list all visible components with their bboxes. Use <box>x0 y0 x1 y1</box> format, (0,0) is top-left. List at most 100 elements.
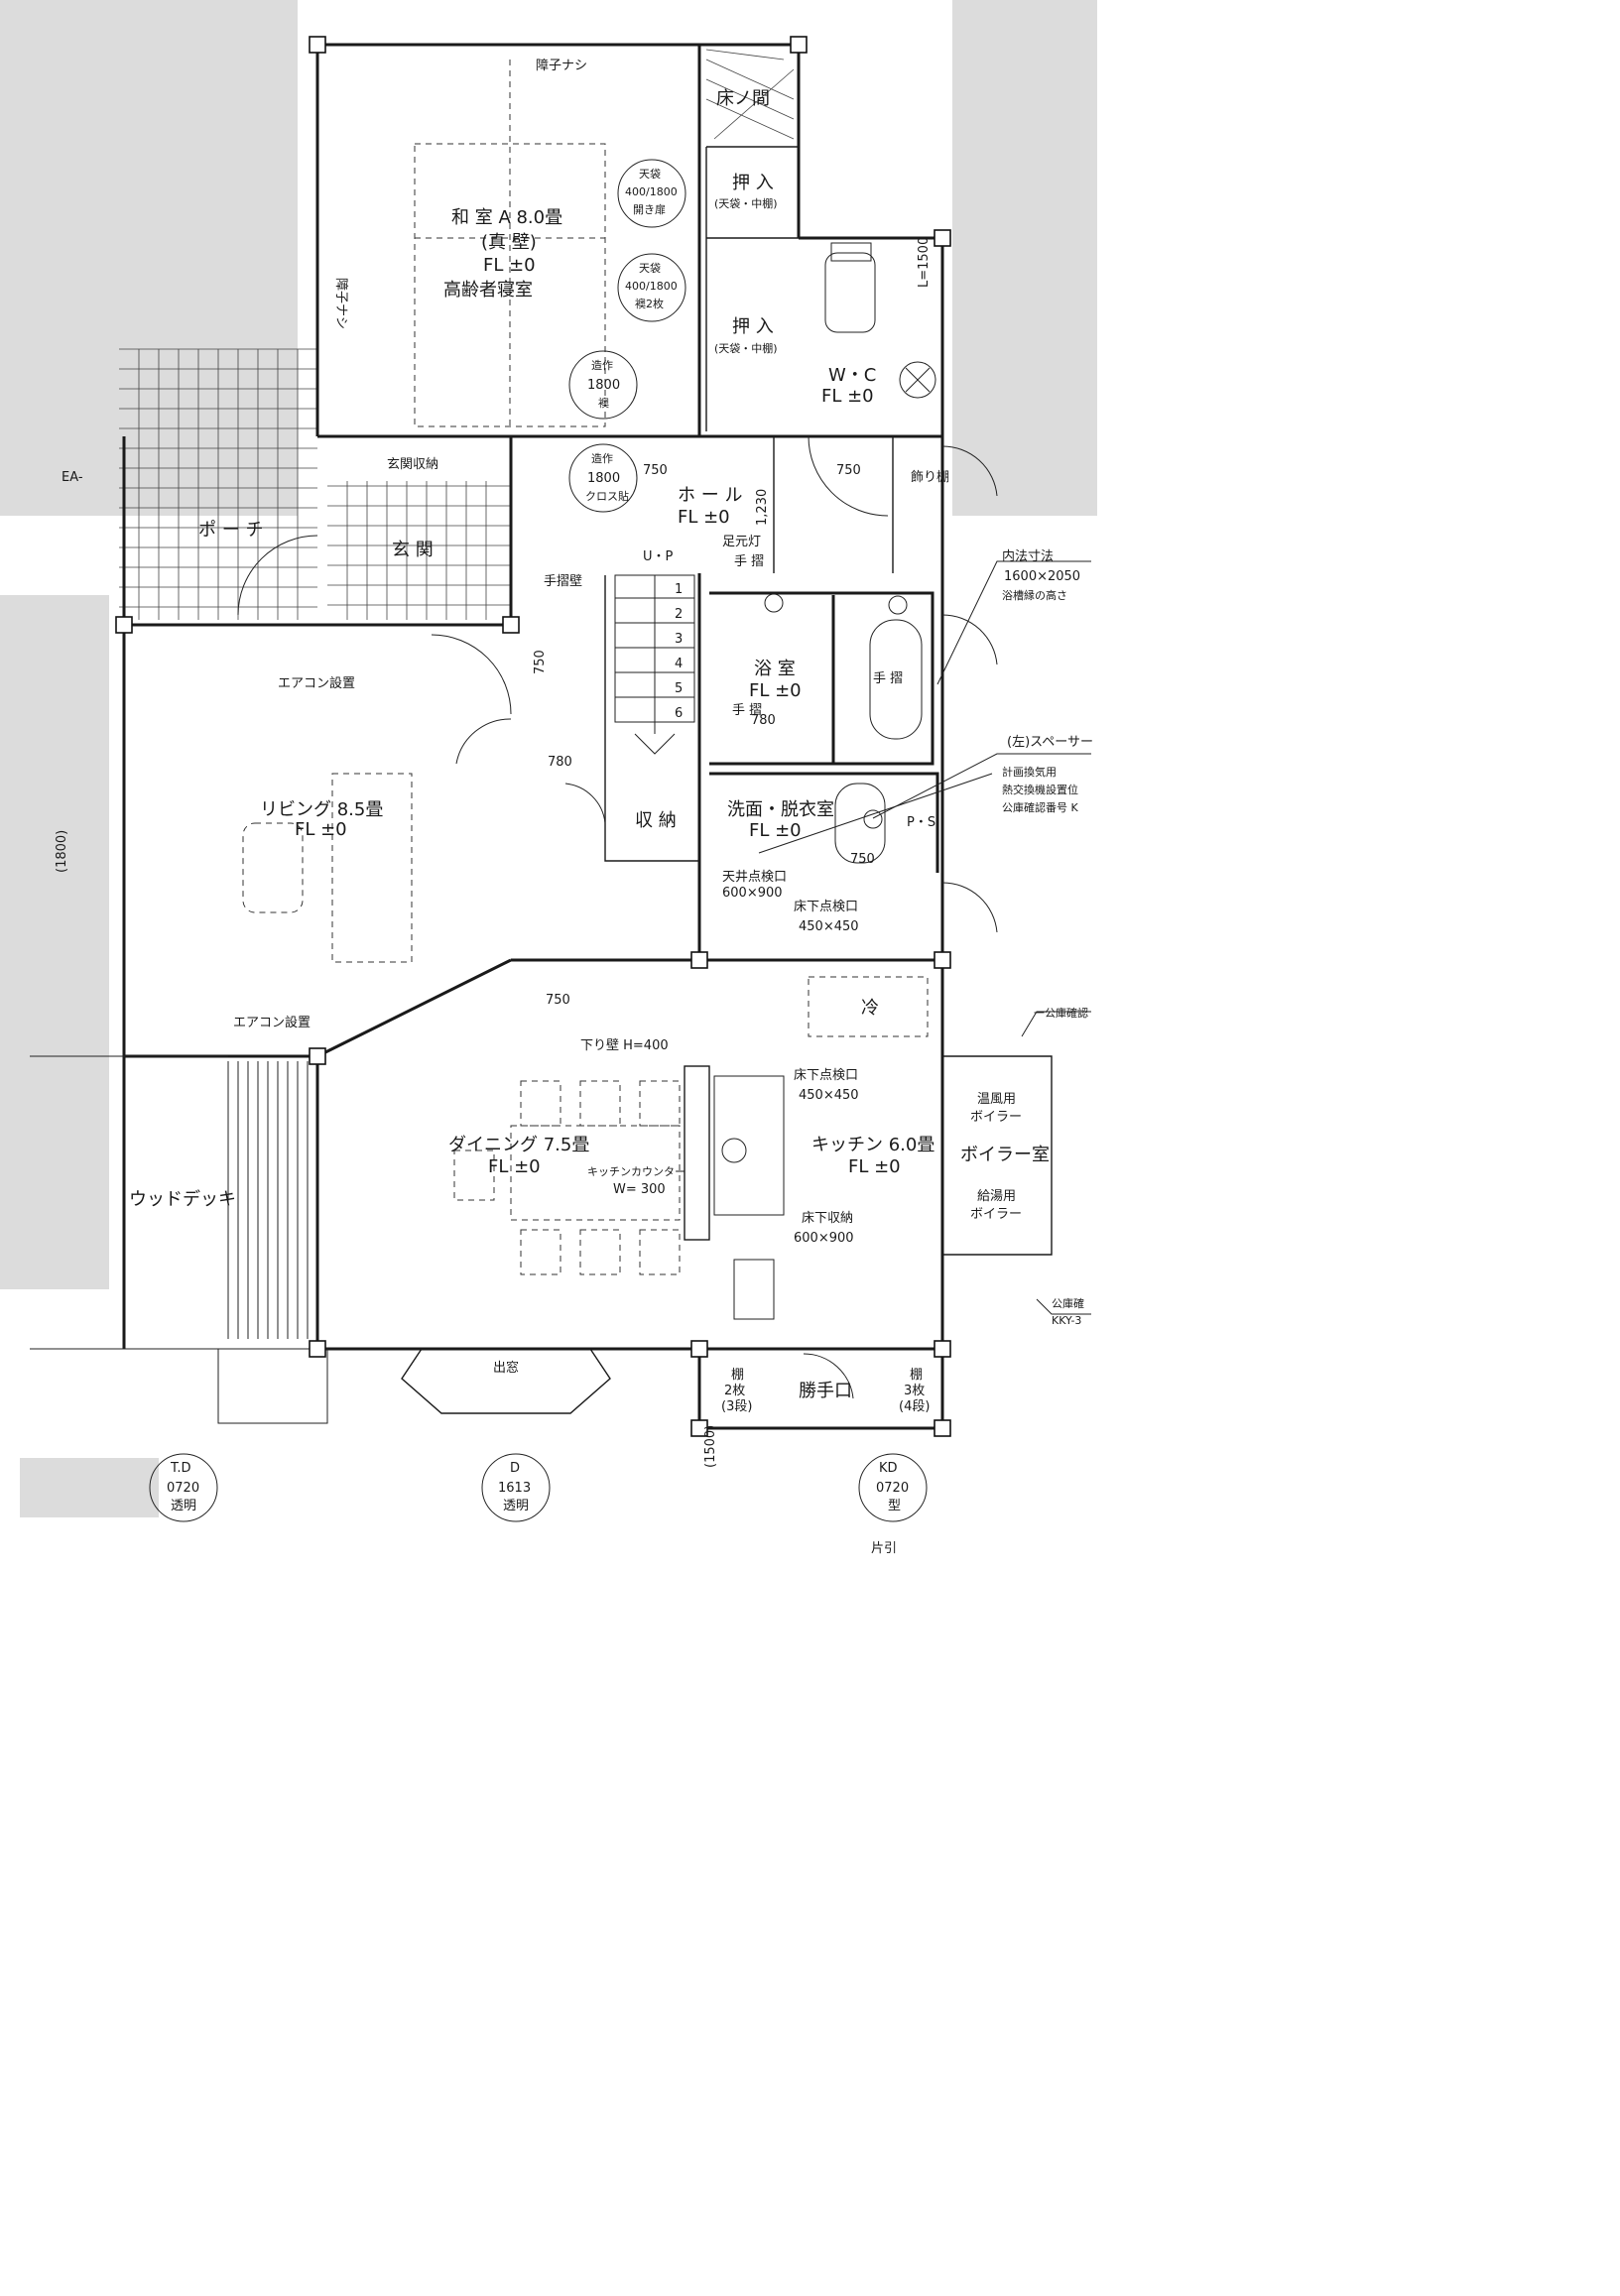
dana1-l3: (3段) <box>721 1399 752 1414</box>
washbasin <box>834 783 886 864</box>
stair-1: 1 <box>675 582 683 597</box>
koko-bottom-l1: 公庫確 <box>1052 1296 1084 1310</box>
c3-c: 襖 <box>598 396 609 410</box>
c2-a: 天袋 <box>639 261 661 275</box>
kazaridana-label: 飾り棚 <box>911 470 949 485</box>
bath-name: 浴 室 <box>754 659 796 679</box>
tenjou-hatch: 天井点検口 <box>722 870 787 885</box>
boiler-hot-l1: 給湯用 <box>977 1189 1016 1204</box>
dining-name: ダイニング 7.5畳 <box>448 1135 589 1155</box>
tesuri-bath-label: 手 摺 <box>732 703 762 718</box>
kd-a: KD <box>879 1461 898 1476</box>
washitsu-name: 和 室 A 8.0畳 <box>451 207 562 228</box>
datsui-name: 洗面・脱衣室 <box>727 799 834 820</box>
washitsu-use: 高齢者寝室 <box>443 280 533 301</box>
kd-b: 0720 <box>876 1481 909 1496</box>
koko-bottom-l2: KKY-3 <box>1052 1314 1081 1327</box>
stair-6: 6 <box>675 706 683 721</box>
scan-noise <box>0 0 1097 1517</box>
callout-circles <box>149 159 928 1522</box>
washitsu-wall-type: (真 壁) <box>481 232 537 253</box>
living-fl: FL ±0 <box>295 819 347 840</box>
stairs-up: U・P <box>643 549 674 564</box>
door-swings <box>237 435 998 1399</box>
td-a: T.D <box>170 1461 191 1476</box>
genkan-label: 玄 関 <box>392 540 434 560</box>
c4-c: クロス貼 <box>585 489 629 503</box>
space-saver: (左)スペーサー <box>1007 735 1093 750</box>
structural-columns <box>115 36 951 1437</box>
yuka-hatch-size: 450×450 <box>799 919 859 934</box>
dim-750-wc: 750 <box>836 463 861 478</box>
genkan-tile-grid <box>327 481 511 620</box>
keikaku-l3: 公庫確認番号 K <box>1002 800 1078 814</box>
dana2-l2: 3枚 <box>904 1384 925 1398</box>
c2-c: 襖2枚 <box>635 297 664 310</box>
ashimoto-label: 足元灯 <box>722 535 761 549</box>
tokonoma-hatch <box>705 49 795 140</box>
boiler-room-name: ボイラー室 <box>960 1145 1050 1165</box>
storage-label: 収 納 <box>635 810 677 831</box>
c3-a: 造作 <box>591 358 613 372</box>
aircon-deck: エアコン設置 <box>233 1015 311 1030</box>
boiler-warm-l1: 温風用 <box>977 1092 1016 1107</box>
dim-1230: 1,230 <box>755 489 770 526</box>
oshiire2-sub: (天袋・中棚) <box>714 341 778 355</box>
dim-780-stairs: 780 <box>548 755 572 770</box>
kitchen-counter <box>684 976 929 1320</box>
oshiire2-name: 押 入 <box>732 316 774 337</box>
c1-a: 天袋 <box>639 167 661 181</box>
d-c: 透明 <box>503 1499 529 1513</box>
hirakido-label: 片引 <box>871 1541 897 1555</box>
aircon-living: エアコン設置 <box>278 675 355 691</box>
porch-label: ポ ー チ <box>198 520 263 541</box>
wc-name: W・C <box>828 365 876 386</box>
kitchen-name: キッチン 6.0畳 <box>811 1135 935 1155</box>
dana2-l1: 棚 <box>910 1368 923 1383</box>
tesuri-label: 手 摺 <box>734 554 764 569</box>
counter-label: キッチンカウンター <box>587 1165 685 1178</box>
katteguchi-label: 勝手口 <box>799 1381 852 1401</box>
c1-c: 開き扉 <box>633 203 666 216</box>
keikaku-l1: 計画換気用 <box>1002 765 1057 779</box>
counter-width: W= 300 <box>613 1182 666 1197</box>
deck-label: ウッドデッキ <box>129 1189 236 1210</box>
c4-a: 造作 <box>591 451 613 465</box>
ps-label: P・S <box>907 815 935 830</box>
sagarikabe-label: 下り壁 H=400 <box>580 1038 669 1053</box>
d-b: 1613 <box>498 1481 531 1496</box>
tokonoma-label: 床ノ間 <box>716 88 770 109</box>
shoji-side-label: 障子ナシ <box>333 278 348 329</box>
td-c: 透明 <box>171 1499 196 1513</box>
demado-label: 出窓 <box>493 1360 519 1376</box>
c4-b: 1800 <box>587 471 620 486</box>
washitsu-fl: FL ±0 <box>483 255 536 276</box>
living-furniture <box>242 773 413 963</box>
stair-numbers: 1 2 3 4 5 6 <box>675 582 683 721</box>
kitchen-fl: FL ±0 <box>848 1156 901 1177</box>
tenjou-hatch-size: 600×900 <box>722 886 783 901</box>
stair-3: 3 <box>675 632 683 647</box>
yuka-hatch: 床下点検口 <box>794 900 858 914</box>
dim-780-bath: 780 <box>751 713 776 728</box>
yuka-hatch2: 床下点検口 <box>794 1068 858 1083</box>
tatami-layout <box>414 60 606 427</box>
ea-label: EA- <box>62 470 83 485</box>
genkan-storage-label: 玄関収納 <box>387 457 438 472</box>
uchinori-size: 1600×2050 <box>1004 569 1080 584</box>
stair-4: 4 <box>675 657 683 671</box>
bath-fl: FL ±0 <box>749 680 802 701</box>
d-a: D <box>510 1461 520 1476</box>
stairs <box>614 574 695 755</box>
living-name: リビング 8.5畳 <box>260 799 383 820</box>
wc-fl: FL ±0 <box>821 386 874 407</box>
c1-b: 400/1800 <box>625 185 678 198</box>
callout-texts: 天袋 400/1800 開き扉 天袋 400/1800 襖2枚 造作 1800 … <box>167 167 909 1513</box>
hall-name: ホ ー ル <box>678 485 742 506</box>
c3-b: 1800 <box>587 378 620 393</box>
dim-1500: (1500) <box>703 1425 718 1468</box>
dana1-l2: 2枚 <box>724 1384 745 1398</box>
hall-fl: FL ±0 <box>678 507 730 528</box>
keikaku-l2: 熱交換機設置位 <box>1002 783 1078 796</box>
floor-plan: 和 室 A 8.0畳 (真 壁) FL ±0 高齢者寝室 障子ナシ 障子ナシ 床… <box>0 0 1097 1555</box>
